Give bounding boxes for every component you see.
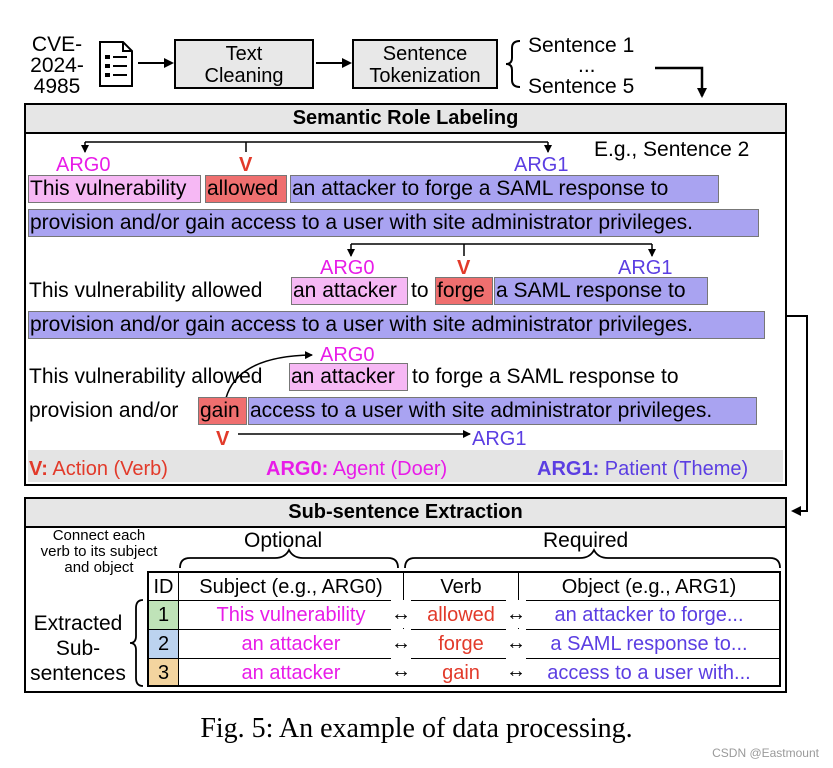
legend-arg0-key: ARG0: <box>266 458 329 480</box>
col-verb: Verb <box>404 573 519 601</box>
optional-label: Optional <box>244 529 323 552</box>
sse-note-line-1: Connect each <box>52 527 146 544</box>
link-arrow-r1-b: ↔ <box>506 600 526 628</box>
sentence-tokenization-box: Sentence Tokenization <box>352 39 498 89</box>
block3-arg1-span: access to a user with site administrator… <box>248 397 757 425</box>
col-id: ID <box>149 573 179 601</box>
table-row-3-object: access to a user with... <box>547 662 751 684</box>
watermark: CSDN @Eastmount <box>712 746 819 760</box>
legend-arg1-key: ARG1: <box>537 458 600 480</box>
text-cleaning-box: Text Cleaning <box>174 39 314 89</box>
block2-arg0-span: an attacker <box>291 277 408 305</box>
legend-verb-key: V: <box>29 458 48 480</box>
link-arrow-r3-a: ↔ <box>391 657 411 685</box>
link-arrow-r2-b: ↔ <box>506 629 526 657</box>
block3-arg0-span: an attacker <box>289 363 408 391</box>
srl-example-label: E.g., Sentence 2 <box>594 138 750 161</box>
srl-legend <box>28 450 783 482</box>
block2-prefix: This vulnerability allowed <box>29 279 263 302</box>
sentence-5-label: Sentence 5 <box>528 75 635 98</box>
table-row-1-id: 1 <box>149 601 179 630</box>
block3-prefix: This vulnerability allowed <box>29 365 263 388</box>
figure-caption: Fig. 5: An example of data processing. <box>200 713 633 744</box>
extracted-label-3: sentences <box>30 662 126 685</box>
table-row-1-subject: This vulnerability <box>179 601 404 630</box>
legend-arg1-text: Patient (Theme) <box>604 458 749 480</box>
sse-note-line-3: and object <box>64 559 134 576</box>
link-arrow-r3-b: ↔ <box>506 657 526 685</box>
srl-title: Semantic Role Labeling <box>26 105 785 134</box>
block2-arg1-span-1: a SAML response to <box>494 277 708 305</box>
table-row-2-verb: forge <box>404 630 519 659</box>
sentence-1-label: Sentence 1 <box>528 34 635 57</box>
sentence-ellipsis: ... <box>578 54 596 77</box>
block1-arg1-span-1: an attacker to forge a SAML response to <box>290 175 719 203</box>
cve-id-line-1: CVE- <box>31 33 83 56</box>
cve-id-line-3: 4985 <box>33 75 81 98</box>
block1-arg0-span: This vulnerability <box>28 175 201 203</box>
text-cleaning-label-1: Text <box>225 43 263 65</box>
table-row-2-object: a SAML response to... <box>519 630 779 659</box>
link-arrow-r1-a: ↔ <box>391 600 411 628</box>
sse-title: Sub-sentence Extraction <box>26 499 785 528</box>
sse-note: Connect each verb to its subject and obj… <box>30 528 168 576</box>
block3-verb-tag: V <box>216 428 230 450</box>
required-label: Required <box>543 529 629 552</box>
table-row-3-subject: an attacker <box>179 659 404 685</box>
legend-verb: V: Action (Verb) <box>29 456 168 482</box>
extracted-subsentences-label: Extracted Sub- sentences <box>26 611 130 686</box>
sse-note-line-2: verb to its subject <box>40 543 158 560</box>
block1-verb-tag: V <box>239 154 253 176</box>
block2-verb-tag: V <box>457 257 471 279</box>
extracted-label-2: Sub- <box>55 637 101 660</box>
block3-arg0-tag: ARG0 <box>320 344 375 366</box>
link-arrow-r2-a: ↔ <box>391 629 411 657</box>
block3-arg1-tag: ARG1 <box>472 428 527 450</box>
block1-arg1-tag: ARG1 <box>514 154 569 176</box>
block3-suffix: to forge a SAML response to <box>412 365 679 388</box>
block3-line2-prefix: provision and/or <box>29 399 179 422</box>
legend-arg0-text: Agent (Doer) <box>332 458 448 480</box>
table-row-3-id: 3 <box>149 659 179 685</box>
cve-id: CVE- 2024- 4985 <box>22 34 92 97</box>
legend-arg1: ARG1: Patient (Theme) <box>537 456 748 482</box>
block2-arg1-span-2: provision and/or gain access to a user w… <box>28 311 765 339</box>
subsentence-table: ID Subject (e.g., ARG0) Verb Object (e.g… <box>147 571 781 687</box>
block1-verb-span: allowed <box>205 175 287 203</box>
tokenization-label-2: Tokenization <box>369 65 481 87</box>
table-row-2-subject: an attacker <box>179 630 404 659</box>
legend-verb-text: Action (Verb) <box>52 458 168 480</box>
table-row-1-object: an attacker to forge... <box>519 601 779 630</box>
table-row-1-verb: allowed <box>404 601 519 630</box>
block3-verb-span: gain <box>198 397 247 425</box>
block1-arg1-span-2: provision and/or gain access to a user w… <box>28 209 759 237</box>
legend-arg0: ARG0: Agent (Doer) <box>266 456 447 482</box>
text-cleaning-label-2: Cleaning <box>204 65 284 87</box>
block2-arg0-tag: ARG0 <box>320 257 375 279</box>
block2-arg1-tag: ARG1 <box>618 257 673 279</box>
table-row-2-id: 2 <box>149 630 179 659</box>
block2-verb-span: forge <box>435 277 493 305</box>
tokenization-label-1: Sentence <box>382 43 468 65</box>
col-subject: Subject (e.g., ARG0) <box>179 573 404 601</box>
block1-arg0-tag: ARG0 <box>56 154 111 176</box>
extracted-label-1: Extracted <box>33 612 123 635</box>
col-object: Object (e.g., ARG1) <box>519 573 779 601</box>
cve-id-line-2: 2024- <box>30 54 84 77</box>
table-row-3-verb: gain <box>404 659 519 685</box>
block2-mid: to <box>411 279 429 302</box>
